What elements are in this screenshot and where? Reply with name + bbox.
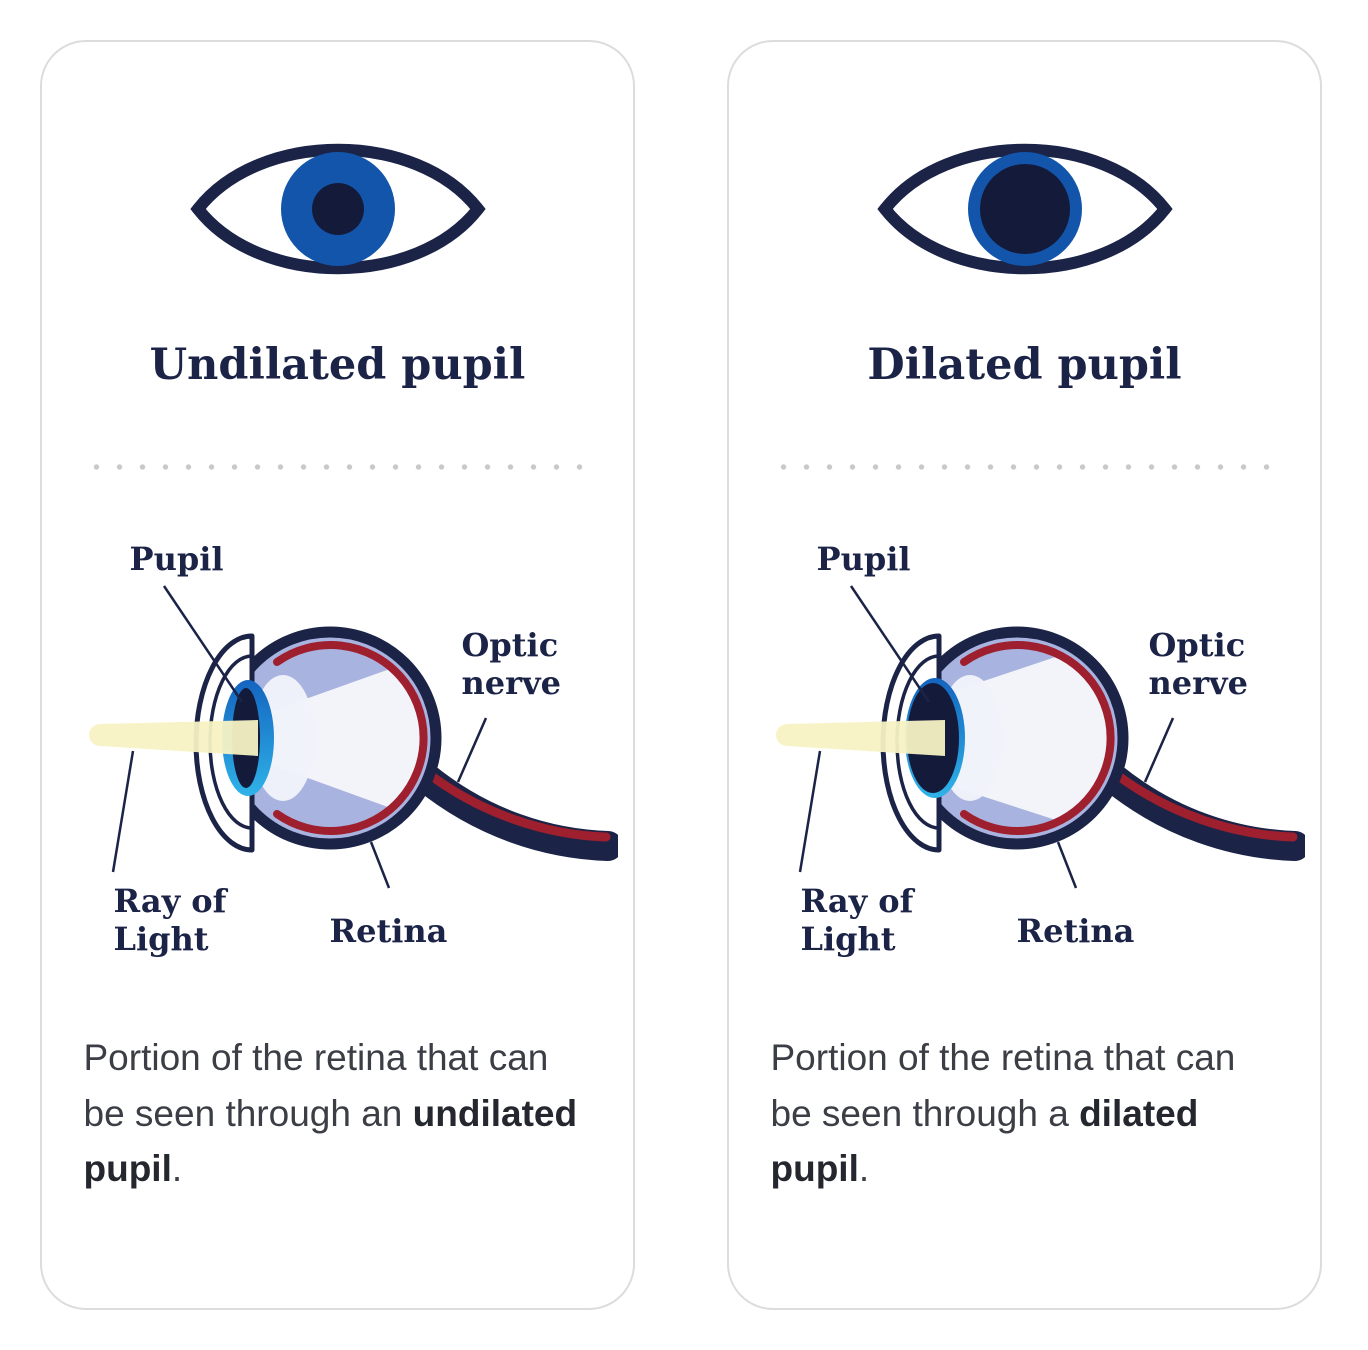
optic-nerve-label-line2: nerve	[1148, 664, 1248, 703]
description-text: Portion of the retina that can be seen t…	[84, 1030, 592, 1197]
description-text: Portion of the retina that can be seen t…	[771, 1030, 1279, 1197]
optic-nerve-core	[416, 763, 610, 842]
pupil-large	[979, 164, 1070, 254]
dotted-divider	[85, 464, 590, 470]
optic-nerve	[1096, 762, 1305, 861]
ray-pointer-line	[111, 750, 134, 873]
panel-undilated: Undilated pupil	[40, 40, 635, 1310]
optic-nerve-label-line2: nerve	[461, 664, 561, 703]
optic-pointer-line	[456, 717, 487, 783]
pupil-label: Pupil	[816, 540, 911, 578]
description-suffix: .	[171, 1148, 183, 1189]
optic-pointer-line	[1143, 717, 1174, 783]
ray-pointer-line	[798, 750, 821, 873]
eye-front-icon	[876, 143, 1173, 275]
description-prefix: Portion of the retina that can be seen t…	[83, 1037, 549, 1134]
light-cone	[257, 650, 427, 827]
retina-pointer-line	[369, 841, 390, 889]
optic-nerve-label-line1: Optic	[461, 626, 559, 664]
ray-label-line2: Light	[800, 920, 896, 959]
ray-label-line1: Ray of	[800, 882, 914, 920]
ray-label-line2: Light	[113, 920, 209, 959]
light-cone	[956, 641, 1114, 835]
eye-cross-section-illustration	[775, 585, 1305, 889]
pupil-pointer-line	[162, 585, 243, 703]
description-bold: undilated pupil	[83, 1092, 578, 1190]
retina-pointer-line	[1056, 841, 1077, 889]
retina-label: Retina	[1016, 912, 1135, 950]
optic-nerve-label-line1: Optic	[1148, 626, 1246, 664]
pupil-pointer-line	[849, 585, 930, 703]
pupil-small	[311, 183, 364, 235]
retina	[272, 641, 428, 835]
panel-title: Dilated pupil	[867, 340, 1182, 390]
retina	[959, 641, 1115, 835]
optic-nerve-core	[1103, 763, 1297, 842]
ray-of-light	[775, 720, 945, 756]
eye-front-icon	[189, 143, 486, 275]
pupil-label: Pupil	[129, 540, 224, 578]
retina-label: Retina	[329, 912, 448, 950]
description-bold: dilated pupil	[770, 1092, 1199, 1190]
panel-title: Undilated pupil	[149, 340, 526, 390]
ray-label-line1: Ray of	[113, 882, 227, 920]
description-prefix: Portion of the retina that can be seen t…	[770, 1037, 1236, 1134]
ray-of-light	[88, 720, 258, 756]
panel-dilated: Dilated pupil	[727, 40, 1322, 1310]
dotted-divider	[772, 464, 1277, 470]
optic-nerve	[409, 762, 618, 861]
eye-cross-section-illustration	[88, 585, 618, 889]
description-suffix: .	[858, 1148, 870, 1189]
